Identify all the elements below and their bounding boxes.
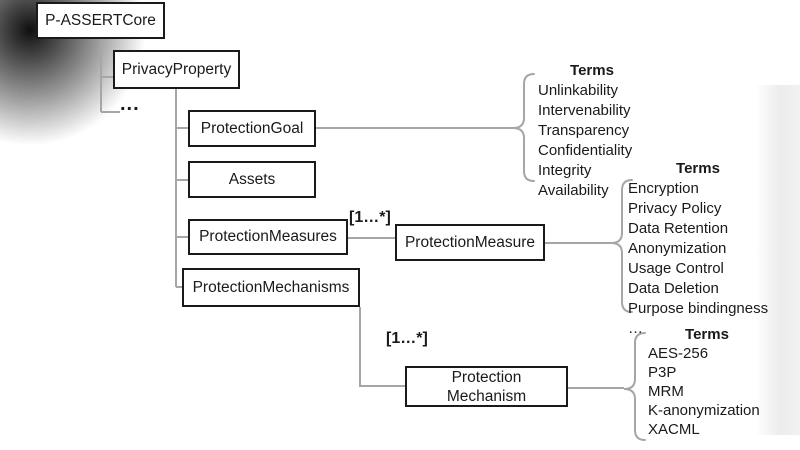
node-protectionmeasures: ProtectionMeasures <box>188 219 348 255</box>
terms-item: Transparency <box>538 122 630 139</box>
multiplicity-label-measure: [1…*] <box>349 209 391 226</box>
terms-item: Privacy Policy <box>628 200 722 217</box>
terms-item: P3P <box>648 364 677 381</box>
terms-item: Availability <box>538 182 609 199</box>
terms-item: Usage Control <box>628 260 724 277</box>
connector-mechanisms-mechanism <box>359 307 405 387</box>
node-protectiongoal: ProtectionGoal <box>188 110 316 147</box>
node-assets: Assets <box>188 161 316 198</box>
terms-item: Encryption <box>628 180 699 197</box>
terms-list-mechanisms-title: Terms <box>685 326 729 343</box>
terms-item: Purpose bindingness <box>628 300 769 317</box>
node-ellipsis: ... <box>120 93 140 115</box>
connector-privacyproperty-children <box>175 89 188 288</box>
terms-list-measures-title: Terms <box>676 160 720 177</box>
terms-item: Confidentiality <box>538 142 633 159</box>
terms-item: MRM <box>648 383 684 400</box>
terms-item: Integrity <box>538 162 592 179</box>
terms-list-mechanisms: Terms AES-256 P3P MRM K-anonymization XA… <box>648 325 766 450</box>
terms-item: … <box>648 440 663 450</box>
terms-list-measures: Terms Encryption Privacy Policy Data Ret… <box>628 159 768 339</box>
node-privacyproperty: PrivacyProperty <box>113 50 240 89</box>
terms-list-goals-title: Terms <box>570 62 614 79</box>
multiplicity-label-mechanism: [1…*] <box>386 330 428 347</box>
terms-list-goals: Terms Unlinkability Intervenability Tran… <box>538 61 646 201</box>
brace-icon-mechanism-terms <box>623 332 646 441</box>
node-protectionmeasure: ProtectionMeasure <box>395 224 545 261</box>
brace-icon-measure-terms <box>610 179 633 313</box>
terms-item: Anonymization <box>628 240 727 257</box>
terms-item: … <box>628 320 643 337</box>
terms-item: Unlinkability <box>538 82 619 99</box>
node-protectionmechanism: Protection Mechanism <box>405 366 568 407</box>
terms-item: XACML <box>648 421 700 438</box>
node-protectionmechanism-line1: Protection <box>451 368 522 386</box>
terms-item: Data Retention <box>628 220 729 237</box>
terms-item: Intervenability <box>538 102 631 119</box>
terms-item: Data Deletion <box>628 280 719 297</box>
node-protectionmechanism-line2: Mechanism <box>446 387 527 405</box>
terms-item: AES-256 <box>648 345 709 362</box>
terms-item: K-anonymization <box>648 402 760 419</box>
brace-icon-goal-terms <box>512 73 535 182</box>
node-p-assertcore: P-ASSERTCore <box>36 2 165 39</box>
node-protectionmechanisms: ProtectionMechanisms <box>182 268 360 307</box>
